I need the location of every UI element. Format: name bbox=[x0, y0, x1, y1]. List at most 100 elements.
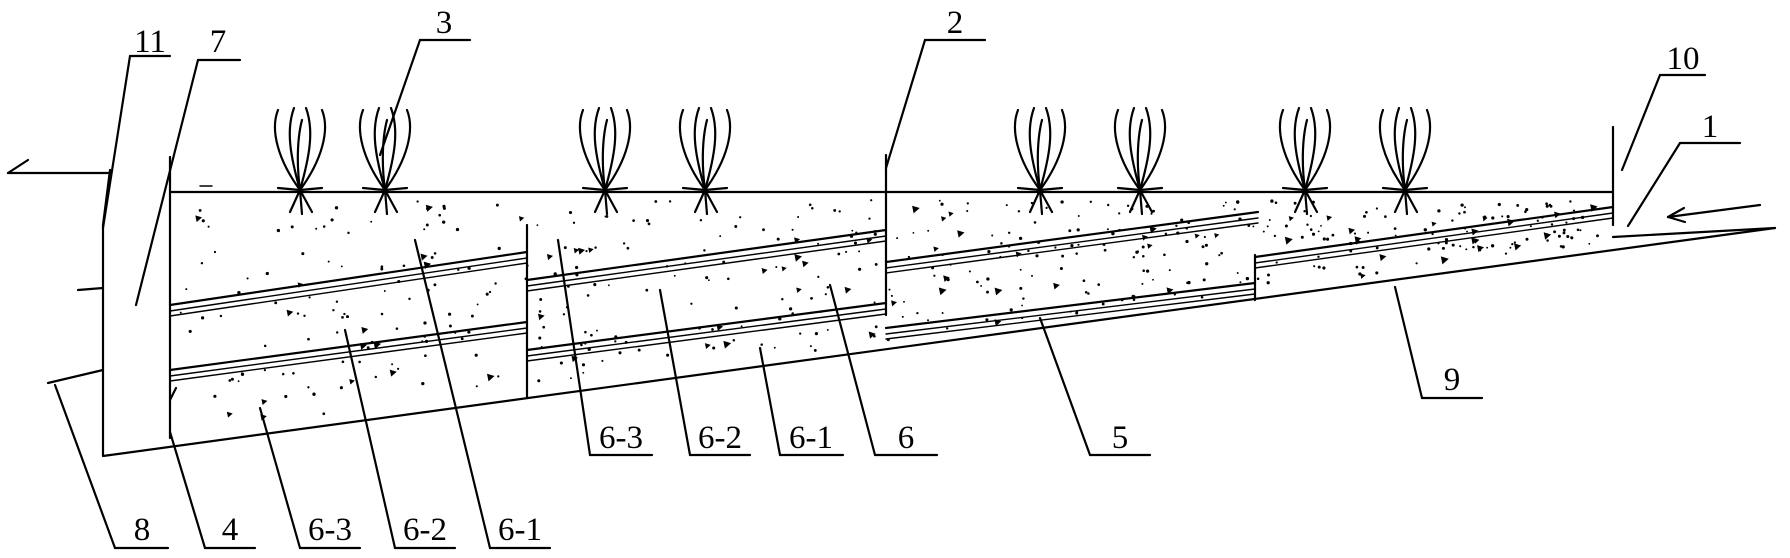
aggregate-speck bbox=[389, 369, 397, 377]
aggregate-speck bbox=[420, 253, 428, 261]
liner-s3-upper-a bbox=[884, 210, 1260, 264]
sand-speck bbox=[1120, 298, 1124, 302]
plant-blade bbox=[288, 106, 302, 192]
liner-s1-upper-c bbox=[169, 262, 528, 317]
sand-speck bbox=[1525, 207, 1529, 212]
sand-speck bbox=[1007, 231, 1011, 235]
leader-6-3-bottom-diag bbox=[258, 406, 302, 550]
liner-s4-b bbox=[1254, 212, 1614, 264]
sand-speck bbox=[1572, 217, 1576, 221]
sand-speck bbox=[539, 298, 543, 301]
sand-speck bbox=[946, 327, 949, 330]
plant-blade bbox=[276, 186, 302, 192]
sand-speck bbox=[1068, 229, 1072, 233]
sand-speck bbox=[931, 266, 935, 270]
sand-speck bbox=[433, 283, 437, 287]
sand-speck bbox=[853, 241, 858, 245]
plant-blade bbox=[693, 106, 707, 192]
sand-speck bbox=[396, 367, 400, 370]
aggregate-speck bbox=[1288, 216, 1294, 222]
sand-speck bbox=[1565, 221, 1568, 224]
plant-blade bbox=[358, 108, 387, 192]
plant-blade bbox=[1136, 118, 1144, 192]
sand-speck bbox=[1142, 254, 1145, 258]
plant-blade bbox=[1401, 118, 1409, 192]
aggregate-speck bbox=[1355, 239, 1361, 245]
liner-s3-upper-b bbox=[885, 217, 1259, 269]
aggregate-speck bbox=[297, 282, 304, 288]
sand-speck bbox=[423, 335, 426, 338]
plant-blade bbox=[1138, 108, 1167, 192]
sand-speck bbox=[1021, 316, 1024, 320]
sand-speck bbox=[538, 310, 542, 313]
sand-speck bbox=[343, 312, 346, 316]
sand-speck bbox=[327, 260, 330, 263]
sand-speck bbox=[1451, 243, 1455, 247]
plant-blade bbox=[1038, 188, 1054, 214]
sand-speck bbox=[467, 330, 471, 334]
sand-speck bbox=[1075, 252, 1078, 255]
inner-left-flow-arrow bbox=[168, 386, 178, 402]
sand-speck bbox=[358, 360, 361, 364]
sand-speck bbox=[1102, 243, 1106, 246]
plant-blade bbox=[603, 188, 609, 216]
sand-speck bbox=[1309, 214, 1312, 218]
sand-speck bbox=[307, 386, 310, 389]
plant-blade bbox=[1403, 108, 1432, 192]
aggregate-speck bbox=[794, 237, 801, 244]
sand-speck bbox=[335, 300, 339, 303]
plant-blade bbox=[701, 118, 709, 192]
sand-speck bbox=[1267, 273, 1270, 277]
sand-speck bbox=[380, 265, 384, 269]
sand-speck bbox=[1175, 224, 1178, 228]
sand-speck bbox=[668, 200, 672, 203]
sand-speck bbox=[1200, 295, 1204, 299]
sand-speck bbox=[874, 229, 877, 232]
sand-speck bbox=[791, 228, 794, 231]
sand-speck bbox=[1355, 265, 1359, 269]
plant-blade bbox=[1293, 106, 1307, 192]
sand-speck bbox=[1126, 204, 1130, 207]
aggregate-speck bbox=[573, 248, 580, 254]
sand-speck bbox=[442, 204, 446, 208]
label-3: 3 bbox=[436, 5, 453, 41]
sand-speck bbox=[886, 338, 890, 342]
sand-speck bbox=[1375, 271, 1379, 275]
sand-speck bbox=[476, 303, 479, 306]
aggregate-speck bbox=[373, 341, 382, 350]
aggregate-speck bbox=[938, 287, 947, 296]
sand-speck bbox=[1204, 243, 1208, 247]
sand-speck bbox=[632, 219, 635, 222]
sand-speck bbox=[999, 255, 1002, 259]
sand-speck bbox=[868, 217, 871, 220]
sand-speck bbox=[290, 225, 294, 229]
sand-speck bbox=[1224, 201, 1227, 204]
plant-group bbox=[273, 106, 1432, 216]
sand-speck bbox=[495, 203, 499, 207]
sand-speck bbox=[703, 249, 706, 252]
plant-blade bbox=[581, 186, 607, 192]
sand-speck bbox=[1384, 215, 1387, 218]
sand-speck bbox=[604, 215, 607, 218]
sand-speck bbox=[1317, 230, 1320, 233]
plant-tuft bbox=[273, 106, 327, 216]
sand-speck bbox=[1572, 209, 1576, 212]
sand-speck bbox=[1185, 226, 1189, 230]
sand-speck bbox=[315, 227, 318, 230]
leader-6-diag bbox=[828, 283, 877, 457]
sand-speck bbox=[370, 340, 374, 345]
aggregate-speck bbox=[486, 373, 495, 382]
sand-speck bbox=[645, 219, 650, 223]
plant-blade bbox=[373, 188, 387, 214]
sand-speck bbox=[263, 344, 267, 348]
aggregate-speck bbox=[1590, 204, 1598, 212]
sand-speck bbox=[986, 277, 990, 281]
sand-speck bbox=[296, 312, 300, 315]
sand-speck bbox=[1060, 200, 1064, 204]
leader-5-diag bbox=[1038, 316, 1092, 457]
sand-speck bbox=[265, 271, 269, 276]
sand-speck bbox=[966, 209, 969, 213]
sand-speck bbox=[497, 375, 500, 378]
aggregate-speck bbox=[723, 340, 732, 349]
sand-speck bbox=[1349, 241, 1353, 246]
